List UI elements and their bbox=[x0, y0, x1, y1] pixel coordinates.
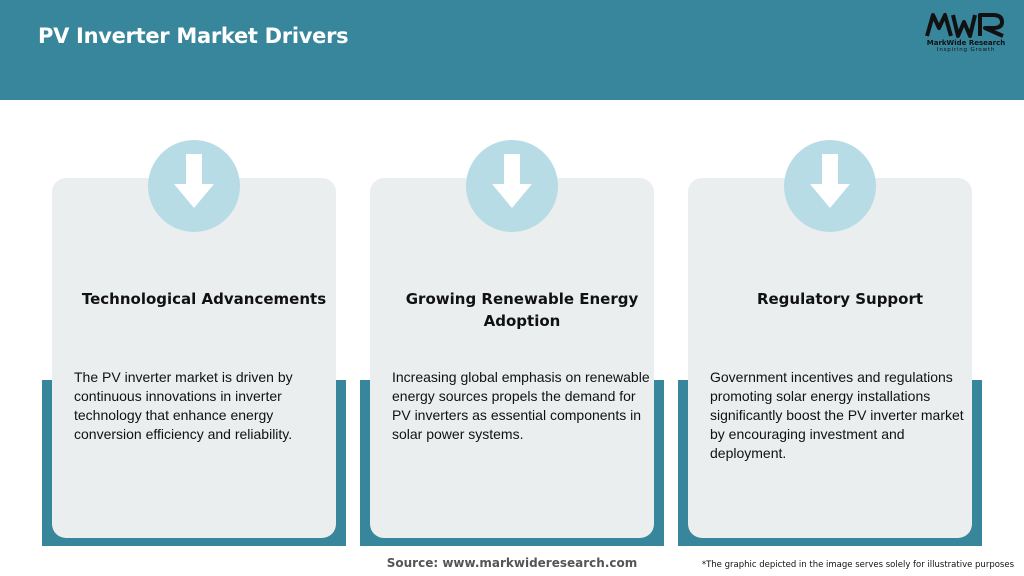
card-title: Technological Advancements bbox=[81, 290, 327, 308]
card-badge bbox=[466, 140, 558, 232]
card-panel: Regulatory Support Government incentives… bbox=[688, 178, 972, 538]
disclaimer-note: *The graphic depicted in the image serve… bbox=[701, 560, 1014, 570]
source-credit: Source: www.markwideresearch.com bbox=[386, 556, 638, 570]
card-title: Growing Renewable Energy Adoption bbox=[405, 290, 639, 330]
brand-logo: MarkWide Research Inspiring Growth bbox=[922, 12, 1010, 56]
card-description: Increasing global emphasis on renewable … bbox=[392, 369, 650, 442]
page-title: PV Inverter Market Drivers bbox=[38, 24, 349, 48]
card-badge bbox=[784, 140, 876, 232]
driver-card-renewable: Growing Renewable Energy Adoption Increa… bbox=[360, 140, 664, 546]
driver-card-technological: Technological Advancements The PV invert… bbox=[42, 140, 346, 546]
card-badge bbox=[148, 140, 240, 232]
arrow-down-icon bbox=[810, 154, 850, 208]
card-description: Government incentives and regulations pr… bbox=[710, 369, 964, 461]
logo-name: MarkWide Research bbox=[926, 39, 1006, 47]
driver-card-regulatory: Regulatory Support Government incentives… bbox=[678, 140, 982, 546]
card-panel: Growing Renewable Energy Adoption Increa… bbox=[370, 178, 654, 538]
card-title: Regulatory Support bbox=[756, 290, 924, 308]
logo-tagline: Inspiring Growth bbox=[936, 47, 996, 53]
arrow-down-icon bbox=[492, 154, 532, 208]
mwr-logo-icon bbox=[925, 13, 1004, 38]
card-panel: Technological Advancements The PV invert… bbox=[52, 178, 336, 538]
card-description: The PV inverter market is driven by cont… bbox=[74, 369, 293, 442]
header-banner: PV Inverter Market Drivers MarkWide Rese… bbox=[0, 0, 1024, 100]
arrow-down-icon bbox=[174, 154, 214, 208]
